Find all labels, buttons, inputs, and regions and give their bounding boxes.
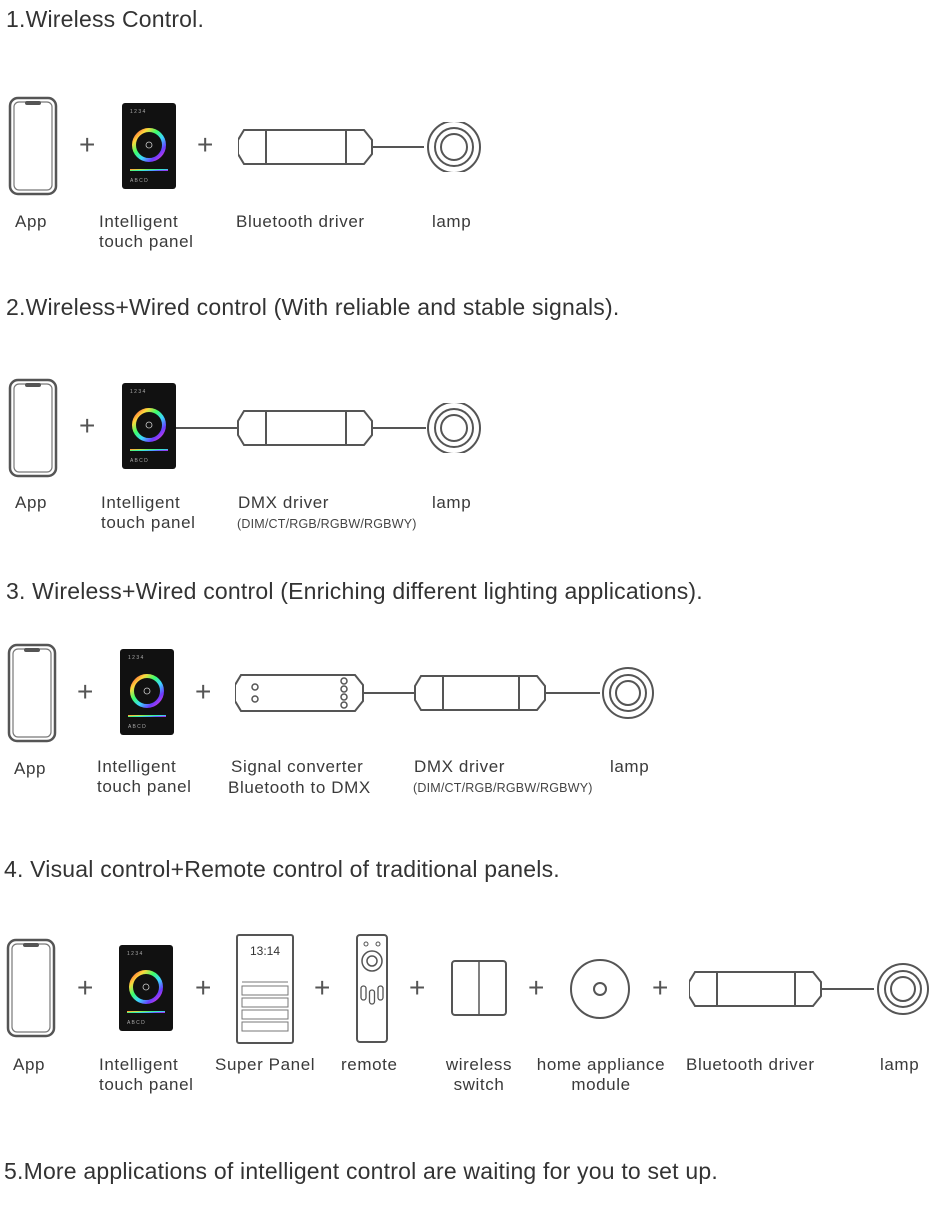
touch-panel-icon: 1 2 3 4 A B C D [119, 945, 173, 1031]
signal-converter-icon [235, 674, 364, 712]
lamp-icon [877, 963, 929, 1015]
driver-label: Bluetooth driver [686, 1055, 815, 1074]
driver-label: DMX driver [238, 493, 330, 512]
wireless-switch-icon [451, 960, 507, 1016]
lamp-label: lamp [432, 212, 472, 231]
touch-panel-label-line2: touch panel [99, 232, 194, 251]
driver-variants-label: (DIM/CT/RGB/RGBW/RGBWY) [237, 517, 417, 531]
plus-sign: + [79, 129, 96, 160]
touch-panel-label-line1: Intelligent [99, 1055, 179, 1074]
converter-driver-chain [235, 667, 654, 719]
plus-sign: + [528, 972, 545, 1003]
touch-panel-label-line2: touch panel [99, 1075, 194, 1094]
section-1-title: 1.Wireless Control. [6, 6, 205, 32]
svg-text:A B C D: A B C D [128, 724, 146, 730]
touch-panel-label-line2: touch panel [101, 513, 196, 532]
super-panel-clock: 13:14 [249, 944, 281, 958]
svg-text:A B C D: A B C D [130, 178, 148, 184]
svg-text:A B C D: A B C D [127, 1020, 145, 1026]
plus-sign: + [409, 972, 426, 1003]
touch-panel-icon: 1 2 3 4 A B C D [122, 103, 176, 189]
touch-panel-icon: 1 2 3 4 A B C D [120, 649, 174, 735]
section-2-title: 2.Wireless+Wired control (With reliable … [6, 294, 620, 320]
driver-label: Bluetooth driver [236, 212, 365, 231]
svg-text:1 2 3 4: 1 2 3 4 [130, 389, 146, 395]
lamp-icon [427, 403, 481, 453]
phone-icon [6, 938, 56, 1038]
home-appliance-module-label-line1: home appliance [536, 1055, 666, 1074]
lamp-label: lamp [610, 757, 650, 776]
app-label: App [13, 1055, 46, 1074]
dmx-driver-chain [176, 403, 481, 453]
phone-icon [7, 643, 57, 743]
lamp-icon [427, 122, 481, 172]
touch-panel-label-line1: Intelligent [97, 757, 177, 776]
lamp-icon [602, 667, 654, 719]
touch-panel-label-line1: Intelligent [101, 493, 181, 512]
plus-sign: + [195, 972, 212, 1003]
bluetooth-driver-icon [689, 971, 822, 1007]
plus-sign: + [77, 676, 94, 707]
app-label: App [14, 759, 47, 778]
dmx-driver-icon [237, 410, 373, 446]
svg-text:1 2 3 4: 1 2 3 4 [127, 951, 143, 957]
wireless-switch-label-line2: switch [453, 1075, 505, 1094]
plus-sign: + [197, 129, 214, 160]
lamp-label: lamp [432, 493, 472, 512]
plus-sign: + [79, 410, 96, 441]
super-panel-label: Super Panel [215, 1055, 316, 1074]
phone-icon [8, 378, 58, 478]
plus-sign: + [77, 972, 94, 1003]
driver-label: DMX driver [414, 757, 506, 776]
wireless-switch-label-line1: wireless [445, 1055, 513, 1074]
driver-variants-label: (DIM/CT/RGB/RGBW/RGBWY) [413, 781, 593, 795]
remote-label: remote [341, 1055, 398, 1074]
home-appliance-module-icon [570, 959, 630, 1019]
section-5-title: 5.More applications of intelligent contr… [4, 1158, 718, 1184]
app-label: App [15, 212, 48, 231]
dmx-driver-icon [414, 675, 546, 711]
section-3-title: 3. Wireless+Wired control (Enriching dif… [6, 578, 703, 604]
plus-sign: + [314, 972, 331, 1003]
touch-panel-icon: 1 2 3 4 A B C D [122, 383, 176, 469]
converter-label-line2: Bluetooth to DMX [228, 778, 371, 797]
svg-text:1 2 3 4: 1 2 3 4 [130, 109, 146, 115]
remote-icon [356, 934, 388, 1043]
plus-sign: + [195, 676, 212, 707]
converter-label-line1: Signal converter [231, 757, 364, 776]
app-label: App [15, 493, 48, 512]
section-4-title: 4. Visual control+Remote control of trad… [4, 856, 560, 882]
svg-text:1 2 3 4: 1 2 3 4 [128, 655, 144, 661]
plus-sign: + [652, 972, 669, 1003]
driver-lamp-chain [689, 963, 929, 1015]
touch-panel-label-line1: Intelligent [99, 212, 179, 231]
lamp-label: lamp [880, 1055, 920, 1074]
bluetooth-driver-icon [238, 122, 481, 172]
home-appliance-module-label-line2: module [571, 1075, 631, 1094]
super-panel-icon: 13:14 [236, 934, 294, 1044]
phone-icon [8, 96, 58, 196]
touch-panel-label-line2: touch panel [97, 777, 192, 796]
svg-text:A B C D: A B C D [130, 458, 148, 464]
